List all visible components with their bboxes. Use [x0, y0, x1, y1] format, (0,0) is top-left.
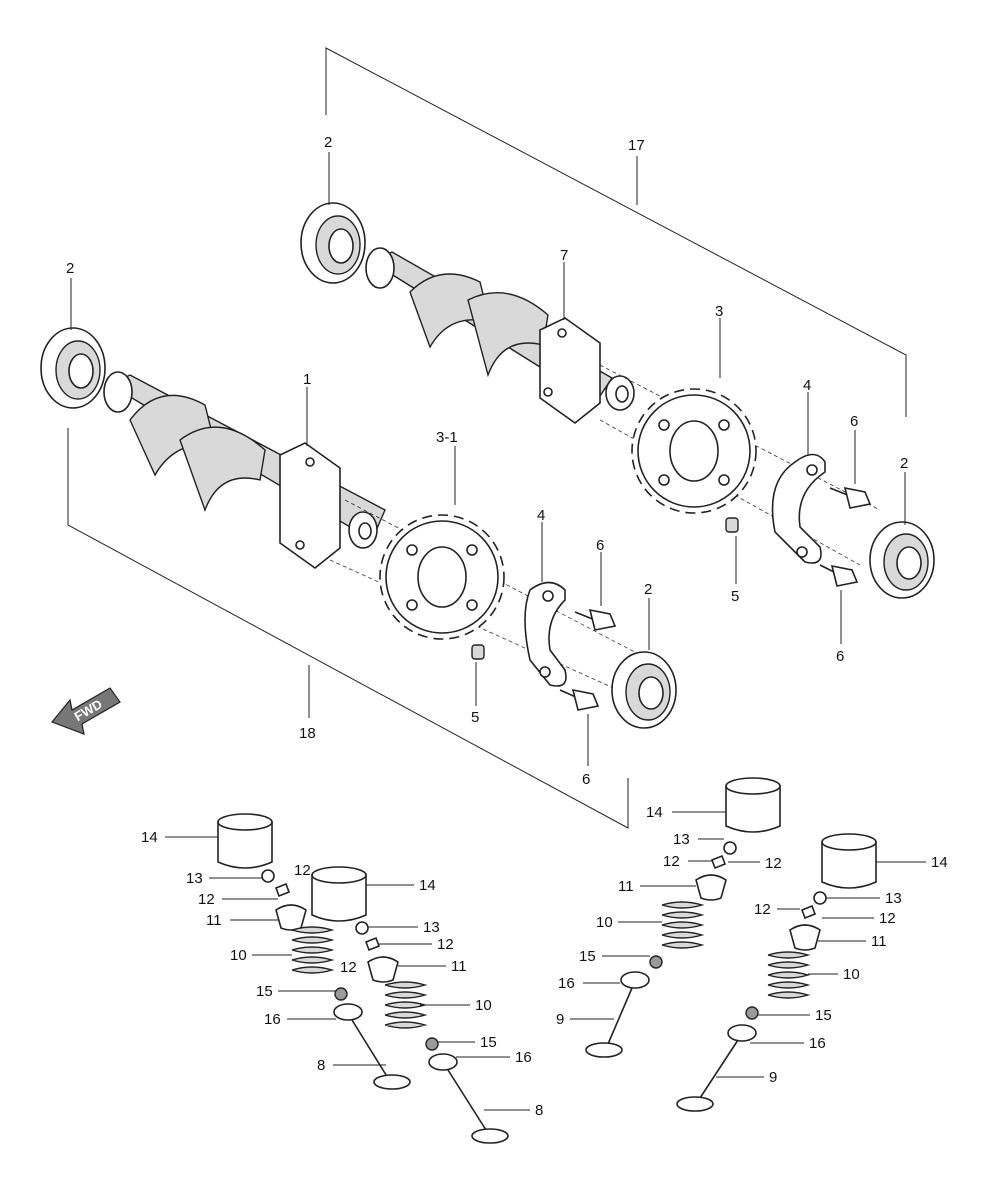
callout-2: 2 — [900, 455, 908, 472]
callout-6: 6 — [596, 537, 604, 554]
callout-7: 7 — [560, 247, 568, 264]
callout-6: 6 — [836, 648, 844, 665]
bearing-upper-right — [869, 521, 935, 599]
callout-5: 5 — [471, 709, 479, 726]
callout-2: 2 — [324, 134, 332, 151]
callout-12: 12 — [294, 862, 311, 879]
assembly-bracket-18 — [67, 428, 629, 829]
callout-16: 16 — [558, 975, 575, 992]
callout-4: 4 — [803, 377, 811, 394]
callout-2: 2 — [644, 581, 652, 598]
callout-6: 6 — [850, 413, 858, 430]
callout-11: 11 — [871, 933, 887, 950]
callout-5: 5 — [731, 588, 739, 605]
bolt-lower-a — [574, 608, 617, 631]
valve-group-c — [585, 777, 781, 1058]
callout-10: 10 — [230, 947, 247, 964]
callout-3: 3 — [715, 303, 723, 320]
bearing-lower-right — [611, 651, 677, 729]
callout-16: 16 — [515, 1049, 532, 1066]
callout-1: 1 — [303, 371, 311, 388]
callout-10: 10 — [596, 914, 613, 931]
callout-12: 12 — [437, 936, 454, 953]
callout-16: 16 — [809, 1035, 826, 1052]
callout-14: 14 — [419, 877, 436, 894]
callout-13: 13 — [673, 831, 690, 848]
callout-12: 12 — [663, 853, 680, 870]
callout-9: 9 — [556, 1011, 564, 1028]
bearing-upper-left — [300, 202, 366, 284]
callout-2: 2 — [66, 260, 74, 277]
sprocket-upper — [631, 388, 757, 514]
callout-14: 14 — [931, 854, 948, 871]
valve-group-d — [676, 833, 877, 1112]
callout-12: 12 — [754, 901, 771, 918]
callout-13: 13 — [885, 890, 902, 907]
bolt-upper-b — [819, 564, 859, 587]
upper-camshaft — [365, 247, 635, 425]
callout-9: 9 — [769, 1069, 777, 1086]
valve-group-b — [311, 866, 509, 1144]
callout-16: 16 — [264, 1011, 281, 1028]
plate-lower — [524, 581, 567, 687]
fwd-arrow-icon: FWD — [51, 687, 121, 735]
callout-8: 8 — [317, 1057, 325, 1074]
callout-11: 11 — [618, 878, 634, 895]
sprocket-lower — [379, 514, 505, 640]
callout-15: 15 — [480, 1034, 497, 1051]
bolt-lower-b — [559, 688, 600, 711]
callout-12: 12 — [879, 910, 896, 927]
callout-12: 12 — [198, 891, 215, 908]
callout-18: 18 — [299, 725, 316, 742]
pin-lower — [471, 644, 485, 660]
callout-4: 4 — [537, 507, 545, 524]
callout-labels: 17 2 2 7 3 4 6 2 1 3-1 4 6 2 5 6 5 18 6 … — [66, 134, 948, 1119]
callout-13: 13 — [186, 870, 203, 887]
assembly-bracket-17 — [325, 47, 907, 417]
callout-10: 10 — [475, 997, 492, 1014]
callout-17: 17 — [628, 137, 645, 154]
plate-upper — [771, 453, 826, 564]
callout-10: 10 — [843, 966, 860, 983]
callout-13: 13 — [423, 919, 440, 936]
callout-12: 12 — [340, 959, 357, 976]
valve-group-a — [217, 813, 411, 1090]
callout-6: 6 — [582, 771, 590, 788]
bearing-lower-left — [40, 327, 106, 409]
callout-11: 11 — [451, 958, 467, 975]
callout-15: 15 — [815, 1007, 832, 1024]
callout-11: 11 — [206, 912, 222, 929]
bolt-upper-a — [829, 486, 872, 509]
callout-15: 15 — [256, 983, 273, 1000]
callout-12: 12 — [765, 855, 782, 872]
callout-8: 8 — [535, 1102, 543, 1119]
callout-14: 14 — [141, 829, 158, 846]
pin-upper — [725, 517, 739, 533]
callout-14: 14 — [646, 804, 663, 821]
callout-3-1: 3-1 — [436, 429, 458, 446]
leader-lines — [70, 152, 926, 1111]
callout-15: 15 — [579, 948, 596, 965]
lower-camshaft — [103, 371, 386, 570]
